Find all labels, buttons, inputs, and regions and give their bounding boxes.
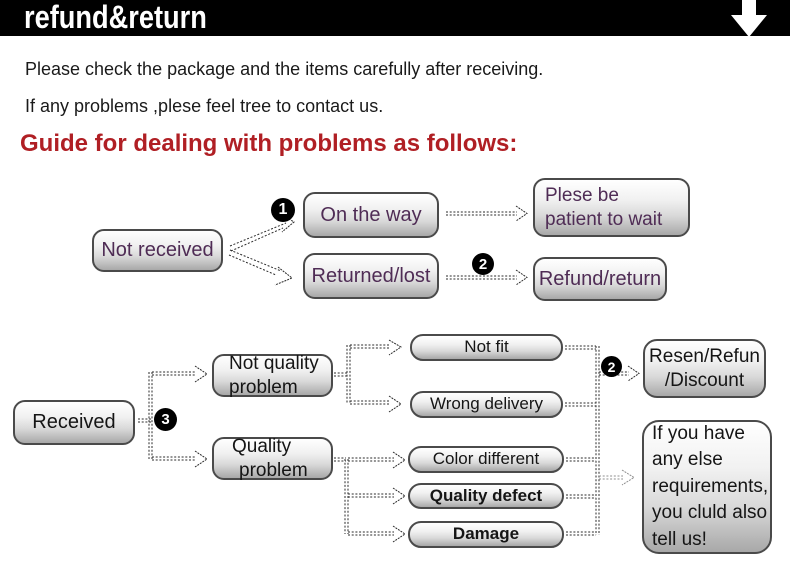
arrowhead xyxy=(194,450,208,468)
node-line: patient to wait xyxy=(545,208,663,230)
flow-node-resen-refund-discount: Resen/Refun /Discount xyxy=(643,339,766,398)
flow-node-not-quality-problem: Not quality problem xyxy=(212,353,333,398)
flow-node-not-received: Not received xyxy=(92,229,223,272)
connector-received-stub xyxy=(138,418,152,423)
connector-left-vertical xyxy=(148,372,153,459)
connector-mid-vertical-2 xyxy=(344,459,349,534)
arrowhead xyxy=(194,365,208,383)
flow-node-more-requirements: If you have any else requirements, you c… xyxy=(642,420,772,554)
connector-right-vertical xyxy=(595,346,600,535)
arrowhead xyxy=(388,395,402,413)
connector-mid-vertical-1 xyxy=(346,345,351,404)
badge-step-1: 1 xyxy=(271,198,295,222)
connector-defect-out xyxy=(566,494,596,499)
flow-node-refund-return: Refund/return xyxy=(533,257,667,301)
badge-step-3: 3 xyxy=(154,408,177,431)
connector-notquality-stub xyxy=(334,372,348,377)
connector-to-color xyxy=(348,457,394,462)
connector-quality-stub xyxy=(334,457,346,462)
node-line: tell us! xyxy=(652,528,707,550)
node-line: you cluld also xyxy=(652,502,768,524)
connector-split-lower xyxy=(228,249,282,276)
arrowhead xyxy=(280,213,295,233)
flow-node-damage: Damage xyxy=(408,521,564,548)
arrowhead xyxy=(274,266,293,286)
node-line: /Discount xyxy=(664,369,745,391)
arrowhead xyxy=(515,205,528,222)
connector-to-quality xyxy=(152,456,196,461)
down-arrow-icon xyxy=(731,0,767,37)
connector-to-notquality xyxy=(152,371,196,376)
flow-node-returned-lost: Returned/lost xyxy=(303,253,439,299)
flow-node-quality-problem: Quality problem xyxy=(212,436,333,481)
arrowhead xyxy=(627,365,640,382)
arrowhead xyxy=(392,451,406,469)
node-line: Resen/Refun xyxy=(649,346,760,368)
node-line: any else xyxy=(652,449,723,471)
badge-step-2: 2 xyxy=(472,253,494,275)
connector-to-damage xyxy=(348,531,394,536)
connector-to-more xyxy=(599,475,623,480)
node-line: requirements, xyxy=(652,475,769,497)
intro-line-2: If any problems ,plese feel tree to cont… xyxy=(25,96,384,116)
connector-split-upper xyxy=(229,222,287,252)
flow-node-received: Received xyxy=(13,400,135,445)
flow-node-on-the-way: On the way xyxy=(303,192,439,238)
flow-node-patient-wait: Plese be patient to wait xyxy=(533,178,690,237)
node-line: If you have xyxy=(652,422,745,444)
arrowhead xyxy=(388,339,402,356)
connector-notfit-out xyxy=(565,345,596,350)
node-line: Not quality xyxy=(229,353,319,375)
header-banner: refund&return xyxy=(0,0,790,37)
node-line: Quality xyxy=(232,436,292,458)
arrowhead xyxy=(392,487,406,505)
arrowhead xyxy=(515,269,528,286)
connector-damage-out xyxy=(566,531,596,536)
intro-line-1: Please check the package and the items c… xyxy=(25,59,544,79)
connector-color-out xyxy=(566,457,596,462)
flow-node-not-fit: Not fit xyxy=(410,334,563,361)
badge-step-2b: 2 xyxy=(601,356,622,377)
connector-to-defect xyxy=(348,493,394,498)
node-line: problem xyxy=(229,376,298,398)
flow-node-quality-defect: Quality defect xyxy=(408,483,564,509)
connector-to-notfit xyxy=(350,344,390,349)
flow-node-wrong-delivery: Wrong delivery xyxy=(410,391,563,418)
page-title: refund&return xyxy=(24,0,207,35)
connector-wrong-out xyxy=(565,402,596,407)
arrowhead xyxy=(392,525,406,543)
flow-node-color-different: Color different xyxy=(408,446,564,473)
arrowhead xyxy=(621,469,635,486)
connector-ontheway-patient xyxy=(446,211,517,216)
guide-heading: Guide for dealing with problems as follo… xyxy=(20,130,518,157)
connector-to-wrong xyxy=(350,400,390,405)
connector-returned-refund xyxy=(446,275,517,280)
node-line: Plese be xyxy=(545,185,619,207)
node-line: problem xyxy=(239,459,308,481)
